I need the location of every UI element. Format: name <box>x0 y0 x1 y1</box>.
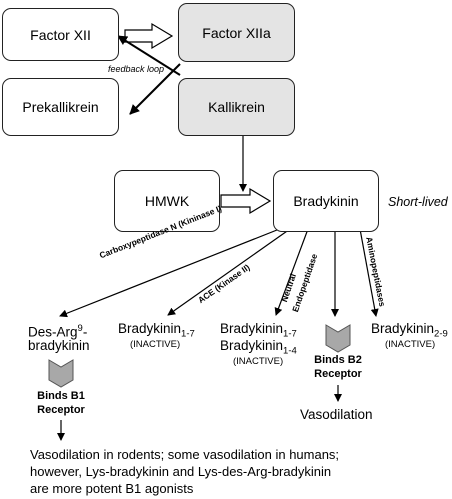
bk14-text: Bradykinin <box>220 338 284 353</box>
arrow-to-bk17 <box>167 228 291 316</box>
bk17-subscript: 1-7 <box>181 328 195 340</box>
arrow-to-bk17-bk14 <box>274 228 309 316</box>
bk29-subscript: 2-9 <box>434 328 448 340</box>
feedback-loop-label: feedback loop <box>108 64 165 74</box>
prekallikrein-box: Prekallikrein <box>2 78 119 136</box>
bk17b-text: Bradykinin <box>220 321 284 336</box>
b2-receptor-chevron <box>325 324 351 353</box>
des-arg-superscript: 9 <box>77 323 83 334</box>
factor-xiia-label: Factor XIIa <box>202 24 271 41</box>
factor-xiia-box: Factor XIIa <box>178 3 295 62</box>
bk17-label: Bradykinin1-7 <box>118 320 195 343</box>
des-arg-text: Des-Arg <box>28 324 78 340</box>
kallikrein-label: Kallikrein <box>208 99 265 115</box>
activation-arrow <box>124 22 174 50</box>
b2-receptor-label: Binds B2 Receptor <box>308 353 368 381</box>
des-arg-line2: bradykinin <box>28 338 90 353</box>
feedback-arrow-to-prekallikrein <box>129 63 181 115</box>
cleavage-arrow <box>220 187 272 215</box>
b1-receptor-label: Binds B1 Receptor <box>30 389 92 417</box>
b1-receptor-line1: Binds B1 <box>37 390 85 402</box>
feedback-arrow-to-factor-xii <box>117 35 181 76</box>
hmwk-box: HMWK <box>114 170 220 232</box>
bk17-inactive: (INACTIVE) <box>130 339 181 350</box>
bradykinin-box: Bradykinin <box>273 170 379 232</box>
b1-outcome-line3: are more potent B1 agonists <box>30 481 194 496</box>
bk29-text: Bradykinin <box>371 321 435 336</box>
kallikrein-box: Kallikrein <box>178 78 295 136</box>
b1-receptor-chevron <box>48 359 74 388</box>
bk17b-label: Bradykinin1-7 <box>220 320 297 343</box>
arrow-to-des-arg <box>59 227 283 318</box>
factor-xii-box: Factor XII <box>2 8 119 61</box>
bk29-inactive: (INACTIVE) <box>385 339 436 350</box>
bk29-label: Bradykinin2-9 <box>371 320 448 343</box>
b1-outcome-line2: however, Lys-bradykinin and Lys-des-Arg-… <box>30 464 332 479</box>
bk14-inactive: (INACTIVE) <box>233 356 284 367</box>
bk17b-subscript: 1-7 <box>283 328 297 340</box>
arrow-to-bk29 <box>359 228 379 317</box>
factor-xii-label: Factor XII <box>30 26 91 43</box>
b2-receptor-line1: Binds B2 <box>314 354 362 366</box>
vasodilation-label: Vasodilation <box>300 407 373 422</box>
bk14-label: Bradykinin1-4 <box>220 337 297 360</box>
bk17-text: Bradykinin <box>118 321 182 336</box>
b2-receptor-line2: Receptor <box>314 368 362 380</box>
b1-receptor-line2: Receptor <box>37 404 85 416</box>
bk14-subscript: 1-4 <box>283 345 297 357</box>
bradykinin-label: Bradykinin <box>293 193 359 209</box>
hmwk-label: HMWK <box>144 193 190 209</box>
des-arg-label: Des-Arg9- <box>28 323 88 340</box>
short-lived-label: Short-lived <box>388 195 448 209</box>
b1-outcome-line1: Vasodilation in rodents; some vasodilati… <box>30 447 340 462</box>
prekallikrein-label: Prekallikrein <box>22 99 99 115</box>
